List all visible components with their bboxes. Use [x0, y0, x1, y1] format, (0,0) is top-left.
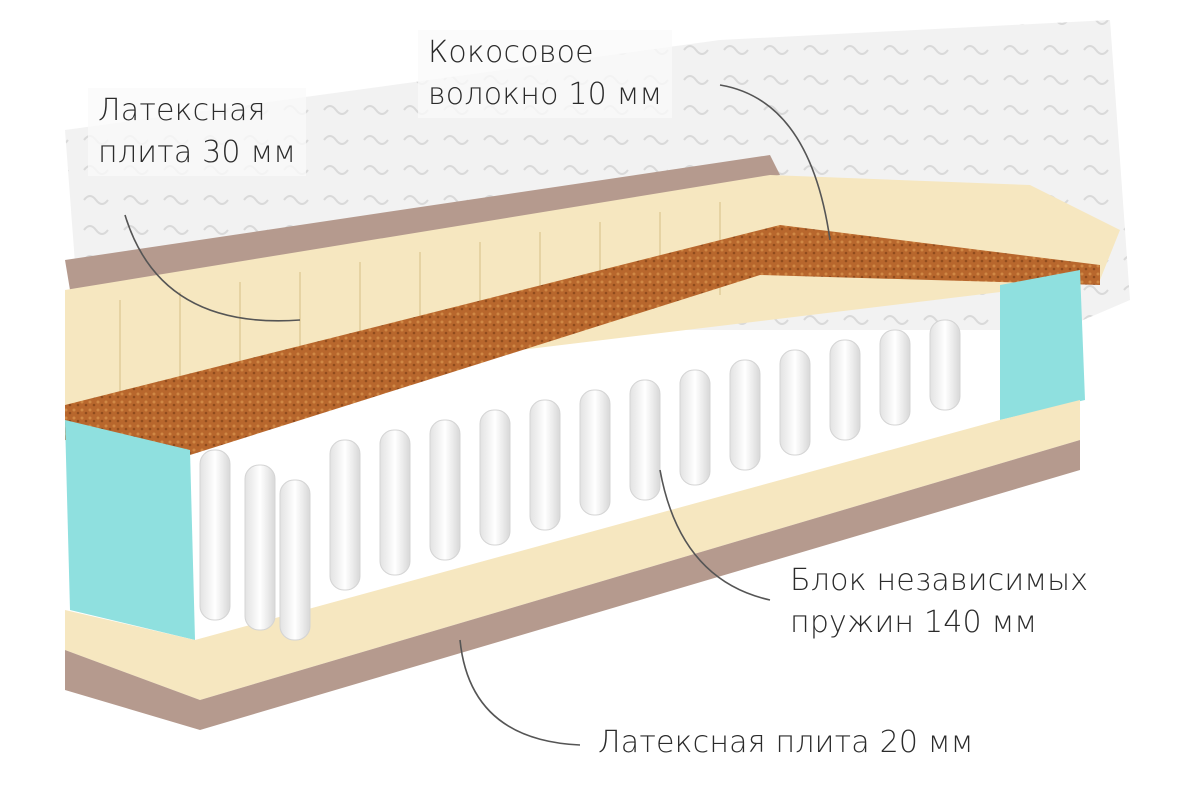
coconut-layer: [65, 225, 1100, 455]
label-latex-bottom-line1: Латексная плита 20 мм: [598, 725, 974, 760]
base-layer: [65, 440, 1080, 730]
label-springs-line1: Блок независимых: [790, 563, 1089, 598]
label-latex-top-line1: Латексная: [98, 93, 266, 128]
arrow-coconut: [719, 84, 831, 241]
foam-border-left: [65, 420, 195, 640]
spring-block: [199, 319, 961, 641]
label-springs: Блок независимых пружин 140 мм: [790, 560, 1088, 644]
label-latex-top: Латексная плита 30 мм: [88, 88, 307, 176]
label-coconut-line1: Кокосовое: [428, 35, 594, 70]
callout-arrows: [124, 84, 831, 746]
arrow-latex-bottom: [459, 639, 581, 746]
label-springs-line2: пружин 140 мм: [790, 605, 1038, 640]
label-latex-top-line2: плита 30 мм: [98, 135, 297, 170]
foam-border-right: [1000, 270, 1085, 420]
arrow-latex-top: [124, 214, 301, 322]
latex-bottom-layer: [65, 400, 1080, 700]
label-latex-bottom: Латексная плита 20 мм: [598, 722, 974, 764]
label-coconut: Кокосовое волокно 10 мм: [418, 30, 673, 118]
arrow-springs: [659, 469, 771, 601]
label-coconut-line2: волокно 10 мм: [428, 77, 663, 112]
